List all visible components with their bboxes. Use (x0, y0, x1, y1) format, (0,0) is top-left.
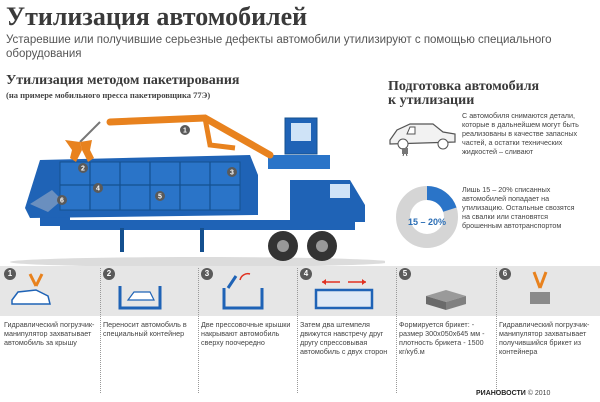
step-number: 4 (300, 268, 312, 280)
prep-section-title-line2: к утилизации (388, 93, 475, 108)
page-title: Утилизация автомобилей (6, 2, 308, 31)
step-number: 5 (399, 268, 411, 280)
page-subtitle: Устаревшие или получившие серьезные дефе… (6, 34, 552, 60)
step-divider (297, 268, 299, 393)
press-marker: 5 (158, 194, 162, 201)
step-text: Переносит автомобиль в специальный конте… (103, 320, 187, 338)
copyright: © 2010 (527, 390, 551, 397)
percent-donut-chart (396, 186, 458, 248)
step-icons (11, 271, 550, 310)
step-text: Затем два штемпеля движутся навстречу др… (300, 320, 388, 356)
step-text: Две прессовочные крышки накрывают автомо… (201, 320, 291, 347)
truck-wheels (268, 231, 337, 261)
step-text: Гидравлический погрузчик-манипулятор зах… (4, 320, 95, 347)
prep-section-title: Подготовка автомобиля (388, 79, 540, 94)
prep-text-parts: С автомобиля снимаются детали, которые в… (462, 111, 579, 156)
step-text: Формируется брикет: - размер 300х050х645… (399, 320, 485, 356)
step-divider (100, 268, 102, 393)
step-divider (198, 268, 200, 393)
step-divider (396, 268, 398, 393)
step-number: 3 (201, 268, 213, 280)
press-marker: 1 (183, 128, 187, 135)
step-divider (496, 268, 498, 393)
press-section-title: Утилизация методом пакетирования (6, 73, 240, 88)
press-marker: 3 (230, 170, 234, 177)
press-marker: 6 (60, 198, 64, 205)
press-marker: 2 (81, 166, 85, 173)
step-number: 1 (4, 268, 16, 280)
press-marker: 4 (96, 186, 100, 193)
press-section-subtitle: (на примере мобильного пресса пакетировщ… (6, 90, 211, 100)
step-text: Гидравлический погрузчик-манипулятор зах… (499, 320, 590, 356)
prep-text-statistics: Лишь 15 – 20% списанных автомобилей попа… (462, 185, 575, 230)
footer-logo: РИАНОВОСТИ © 2010 (476, 390, 550, 397)
car-outline-illustration (389, 123, 456, 157)
step-number: 6 (499, 268, 511, 280)
press-truck-illustration: 1 2 3 4 5 6 (10, 114, 385, 267)
step-number: 2 (103, 268, 115, 280)
percent-label: 15 – 20% (407, 217, 447, 227)
brand-name: РИАНОВОСТИ (476, 390, 526, 397)
